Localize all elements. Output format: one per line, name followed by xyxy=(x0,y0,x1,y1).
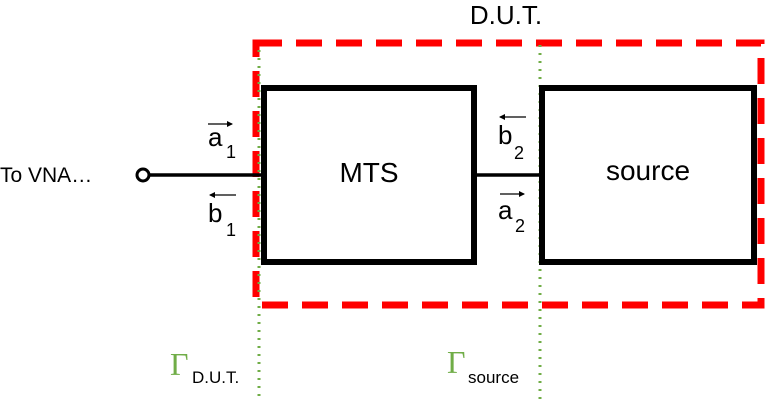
b2-letter: b xyxy=(498,120,512,150)
source-block xyxy=(539,85,757,265)
a1-arrowhead xyxy=(227,121,233,127)
gamma-source-label: Γ source xyxy=(447,344,519,387)
wave-b2: b 2 xyxy=(498,114,526,163)
wave-a1: a 1 xyxy=(208,121,236,162)
wave-a2: a 2 xyxy=(498,191,525,236)
b2-subscript: 2 xyxy=(514,143,524,163)
b1-arrowhead xyxy=(209,192,215,198)
a2-arrowhead xyxy=(519,191,525,197)
mts-block xyxy=(261,85,477,265)
source-label: source xyxy=(606,155,690,186)
gamma-dut-subscript: D.U.T. xyxy=(192,368,239,387)
gamma-dut-label: Γ D.U.T. xyxy=(170,346,239,387)
a1-subscript: 1 xyxy=(226,142,236,162)
b2-arrowhead xyxy=(499,114,505,120)
a2-letter: a xyxy=(498,195,513,225)
gamma-source-symbol: Γ xyxy=(447,344,466,380)
wave-b1: b 1 xyxy=(208,192,236,240)
vna-port-terminal xyxy=(135,167,151,183)
vna-port-label: To VNA… xyxy=(0,164,92,187)
a2-subscript: 2 xyxy=(515,216,525,236)
a1-letter: a xyxy=(208,122,223,152)
b1-letter: b xyxy=(208,198,222,228)
dut-label: D.U.T. xyxy=(470,0,542,30)
b1-subscript: 1 xyxy=(226,220,236,240)
gamma-source-subscript: source xyxy=(468,368,519,387)
gamma-dut-symbol: Γ xyxy=(170,346,189,382)
mts-label: MTS xyxy=(339,157,398,188)
